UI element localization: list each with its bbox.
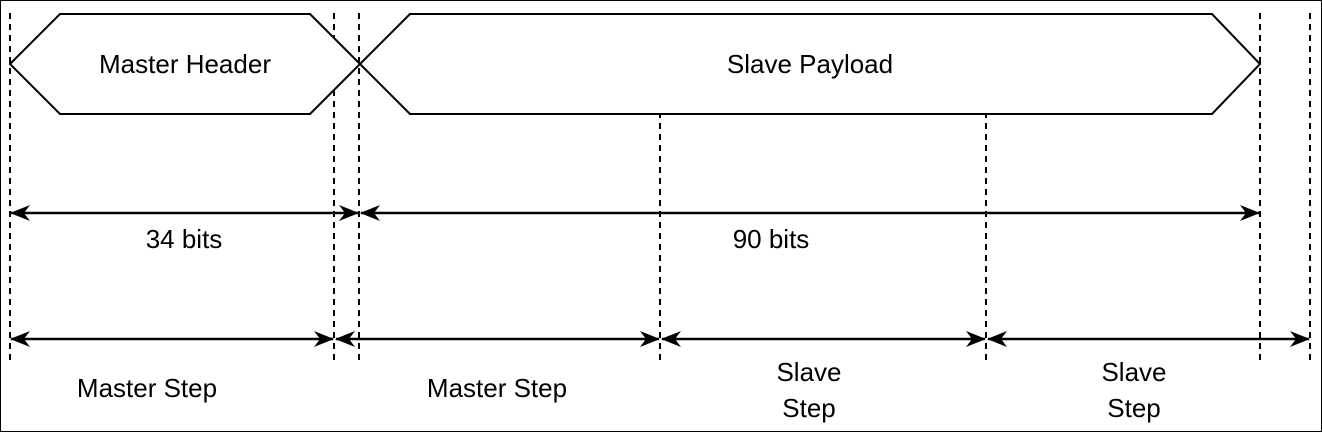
- slave-payload-label: Slave Payload: [726, 49, 894, 79]
- master-header-label: Master Header: [99, 49, 271, 79]
- step-label: Slave Step: [776, 357, 842, 423]
- header-bits-label: 34 bits: [145, 224, 223, 254]
- payload-bits-label: 90 bits: [732, 224, 810, 254]
- slave-payload-shape: [358, 13, 1262, 115]
- step-label: Master Step: [426, 373, 568, 403]
- step-label: Slave Step: [1101, 357, 1167, 423]
- step-label: Master Step: [76, 373, 218, 403]
